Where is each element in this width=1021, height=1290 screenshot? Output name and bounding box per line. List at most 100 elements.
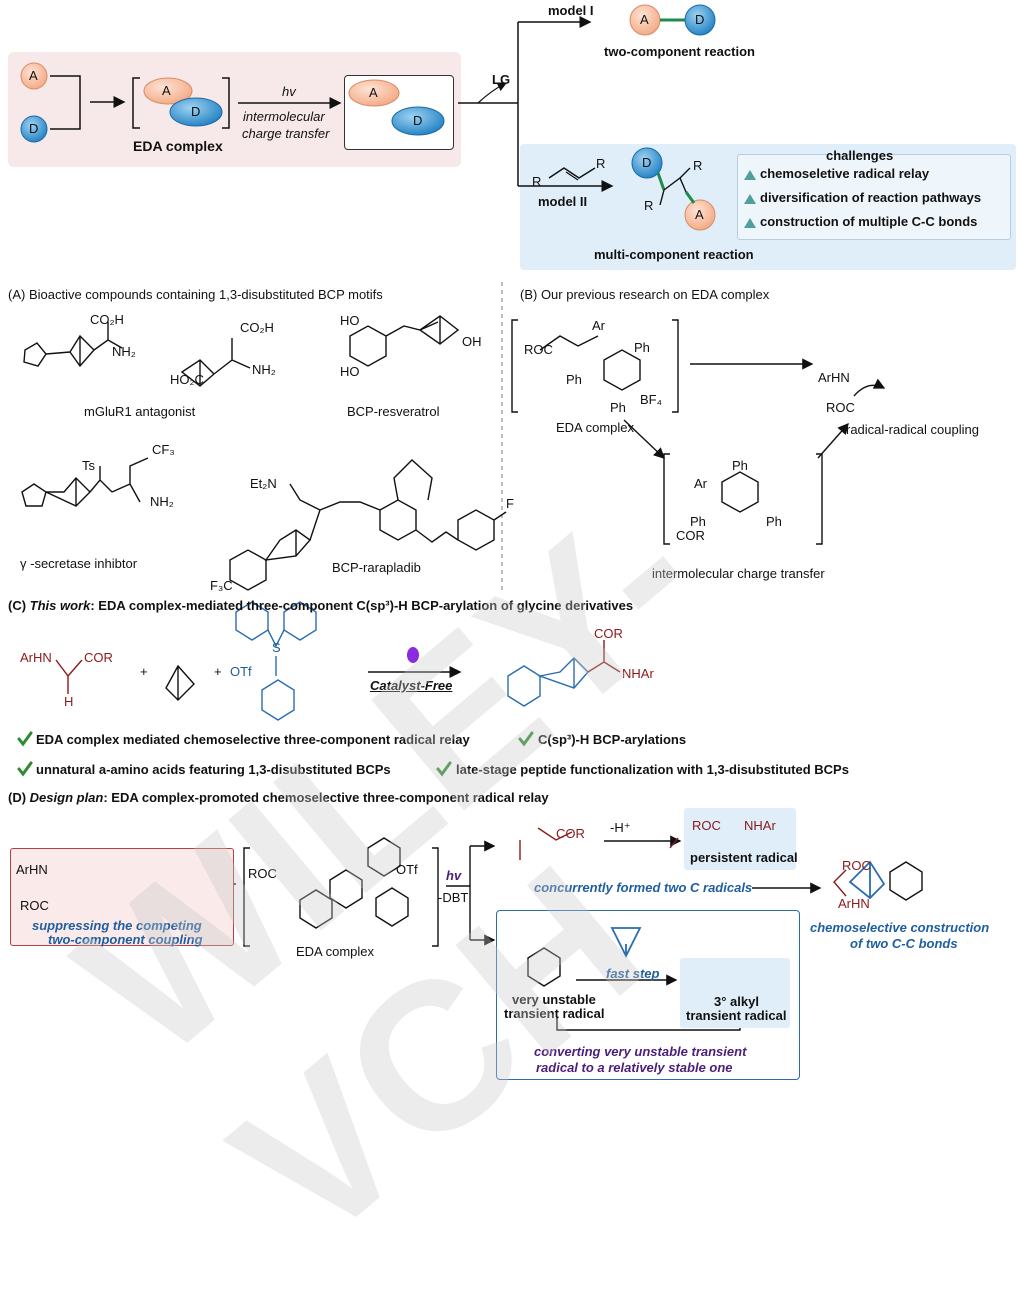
- two-comp-label: two-component reaction: [604, 44, 755, 59]
- d-roc-3: ROC: [692, 818, 721, 833]
- label-D-3: D: [413, 113, 423, 128]
- suppress-2: two-component coupling: [48, 932, 203, 947]
- label-A-1: A: [29, 68, 38, 83]
- relay-box: [496, 910, 800, 1080]
- panel-a-title: (A) Bioactive compounds containing 1,3-d…: [8, 287, 383, 302]
- d-cor-1: COR: [556, 826, 585, 841]
- plus-2: +: [214, 664, 222, 679]
- c-arhn: ArHN: [20, 650, 52, 665]
- check-4: late-stage peptide functionalization wit…: [456, 762, 849, 777]
- panel-d-title-italic: Design plan: [29, 790, 104, 805]
- c-nhar: NHAr: [622, 666, 654, 681]
- eda-label: EDA complex: [133, 138, 223, 154]
- panel-b-title: (B) Our previous research on EDA complex: [520, 287, 770, 302]
- b-cor: COR: [676, 528, 705, 543]
- a-cf3: CF₃: [152, 442, 175, 457]
- a-ho-1: HO: [340, 313, 360, 328]
- model2-label: model II: [538, 194, 588, 209]
- fast-step: fast step: [606, 966, 660, 981]
- panel-d-title: (D) Design plan: EDA complex-promoted ch…: [8, 790, 549, 805]
- unstable-2: transient radical: [504, 1006, 605, 1021]
- label-D-4: D: [695, 12, 705, 27]
- b-ict: intermolecular charge transfer: [652, 566, 825, 581]
- b-ph-6: Ph: [766, 514, 782, 529]
- check-3: unnatural a-amino acids featuring 1,3-di…: [36, 762, 391, 777]
- b-ph-3: Ph: [610, 400, 626, 415]
- b-bf4: BF₄: [640, 392, 662, 407]
- d-nhar-1: NHAr: [744, 818, 776, 833]
- suppress-1: suppressing the competing: [32, 918, 202, 933]
- product-r2: R: [644, 198, 654, 213]
- concurrent-label: concurrently formed two C radicals: [534, 880, 753, 895]
- d-roc-1: ROC: [20, 898, 49, 913]
- chemo-1: chemoselective construction: [810, 920, 990, 935]
- a-oh: OH: [462, 334, 482, 349]
- a-ts: Ts: [82, 458, 95, 473]
- a-et2n: Et₂N: [250, 476, 277, 491]
- catalyst-free: Catalyst-Free: [370, 678, 453, 693]
- label-A-5: A: [695, 207, 704, 222]
- b-roc: ROC: [524, 342, 553, 357]
- c-otf: OTf: [230, 664, 252, 679]
- b-ph-5: Ph: [690, 514, 706, 529]
- a-co2h-1: CO₂H: [90, 312, 124, 327]
- convert-1: converting very unstable transient: [534, 1044, 747, 1059]
- persistent-label: persistent radical: [690, 850, 798, 865]
- alkene-r2: R: [596, 156, 606, 171]
- b-ar-2: Ar: [694, 476, 707, 491]
- resv-label: BCP-resveratrol: [347, 404, 440, 419]
- c-cor-2: COR: [594, 626, 623, 641]
- persistent-box: [684, 808, 796, 870]
- b-eda: EDA complex: [556, 420, 635, 435]
- d-arhn-1: ArHN: [16, 862, 48, 877]
- b-roc-2: ROC: [826, 400, 855, 415]
- b-ph-1: Ph: [634, 340, 650, 355]
- multi-comp-label: multi-component reaction: [594, 247, 754, 262]
- product-r1: R: [693, 158, 703, 173]
- alkyl-2: transient radical: [686, 1008, 787, 1023]
- b-ph-4: Ph: [732, 458, 748, 473]
- hv-label: hv: [282, 84, 296, 99]
- challenge-3: construction of multiple C-C bonds: [760, 214, 978, 229]
- challenge-1: chemoseletive radical relay: [760, 166, 930, 181]
- rara-label: BCP-rarapladib: [332, 560, 421, 575]
- b-ph-2: Ph: [566, 372, 582, 387]
- a-ho2c: HO₂C: [170, 372, 204, 387]
- c-cor: COR: [84, 650, 113, 665]
- label-A-4: A: [640, 12, 649, 27]
- a-nh2-3: NH₂: [150, 494, 174, 509]
- b-arhn: ArHN: [818, 370, 850, 385]
- a-f: F: [506, 496, 514, 511]
- d-roc-2: ROC: [248, 866, 277, 881]
- plus-1: +: [140, 664, 148, 679]
- b-rrc: radical-radical coupling: [846, 422, 979, 437]
- label-D-2: D: [191, 104, 201, 119]
- unstable-1: very unstable: [512, 992, 596, 1007]
- d-minus-h: -H⁺: [610, 820, 631, 835]
- a-co2h-2: CO₂H: [240, 320, 274, 335]
- panel-c-title-italic: This work: [29, 598, 91, 613]
- label-D-5: D: [642, 155, 652, 170]
- alkene-r1: R: [532, 174, 542, 189]
- convert-2: radical to a relatively stable one: [536, 1060, 733, 1075]
- d-dbt: -DBT: [438, 890, 469, 905]
- b-ar: Ar: [592, 318, 605, 333]
- panel-c-title: (C) This work: EDA complex-mediated thre…: [8, 598, 634, 613]
- a-nh2-2: NH₂: [252, 362, 276, 377]
- ict-label-2: charge transfer: [242, 126, 330, 141]
- challenges-box: [737, 154, 1011, 240]
- panel-c-title-rest: : EDA complex-mediated three-component C…: [90, 598, 634, 613]
- d-hv: hv: [446, 868, 462, 883]
- d-otf: OTf: [396, 862, 418, 877]
- d-eda: EDA complex: [296, 944, 375, 959]
- ict-label-1: intermolecular: [243, 109, 325, 124]
- c-s: S: [272, 640, 281, 655]
- a-ho-2: HO: [340, 364, 360, 379]
- check-2: C(sp³)-H BCP-arylations: [538, 732, 687, 747]
- a-nh2-1: NH₂: [112, 344, 136, 359]
- challenges-title: challenges: [826, 148, 894, 163]
- label-A-3: A: [369, 85, 378, 100]
- label-D-1: D: [29, 121, 39, 136]
- scheme-graphics: [17, 4, 923, 1031]
- suppress-box: [10, 848, 234, 946]
